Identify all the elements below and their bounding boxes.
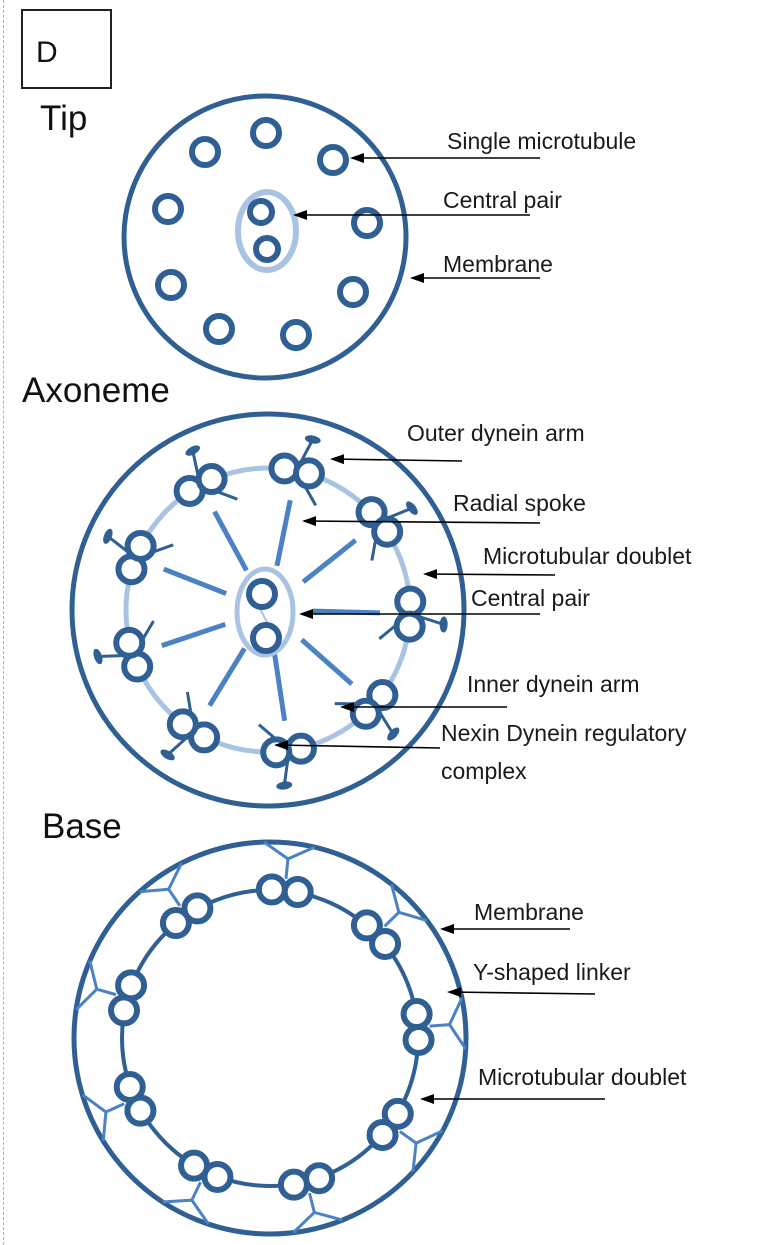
axoneme-central-microtubule [249, 581, 275, 607]
base-doublet-b-tubule [184, 895, 210, 921]
radial-spoke [275, 655, 285, 721]
axoneme-central-microtubule [253, 625, 279, 651]
label-axoneme-microtubular-doublet: Microtubular doublet [483, 543, 692, 569]
label-y-shaped-linker: Y-shaped linker [473, 959, 631, 985]
outer-dynein-arm-head [439, 616, 447, 632]
base-doublet-b-tubule [281, 1172, 307, 1198]
axoneme-doublet-b-tubule [397, 614, 423, 640]
label-tip-central-pair: Central pair [443, 187, 562, 213]
single-microtubule [354, 210, 380, 236]
outer-dynein-arm-head [101, 527, 114, 545]
label-nexin-line1: Nexin Dynein regulatory [441, 720, 687, 746]
single-microtubule [206, 316, 232, 342]
tip-title: Tip [40, 99, 87, 138]
radial-spoke [214, 512, 246, 571]
base-cross-section [74, 842, 466, 1234]
base-doublet-b-tubule [406, 1027, 432, 1053]
base-doublet-a-tubule [306, 1165, 332, 1191]
axoneme-doublet-b-tubule [199, 466, 225, 492]
base-title: Base [42, 807, 122, 846]
panel-letter: D [36, 36, 58, 69]
tip-annotations: Single microtubule Central pair Membrane [295, 128, 636, 278]
axoneme-annotations: Outer dynein arm Radial spoke Microtubul… [276, 420, 692, 784]
y-linker-branch [103, 1112, 106, 1141]
arrow-outer-dynein-arm [332, 459, 462, 461]
radial-spoke [164, 569, 226, 594]
y-linker-stem [169, 889, 180, 906]
axoneme-doublet-b-tubule [170, 711, 196, 737]
single-microtubule [283, 322, 309, 348]
tip-central-microtubule [250, 201, 272, 223]
axoneme-doublet-a-tubule [288, 736, 314, 762]
single-microtubule [340, 279, 366, 305]
label-inner-dynein-arm: Inner dynein arm [467, 671, 640, 697]
y-linker-stem [385, 912, 399, 926]
label-base-membrane: Membrane [474, 899, 584, 925]
single-microtubule [155, 196, 181, 222]
tip-cross-section [124, 96, 406, 378]
outer-dynein-arm-head [404, 499, 420, 516]
base-doublet-a-tubule [111, 997, 137, 1023]
arrow-radial-spoke [304, 521, 540, 523]
base-doublet-a-tubule [259, 876, 285, 902]
y-linker-stem [309, 1193, 314, 1212]
label-tip-membrane: Membrane [443, 251, 553, 277]
axoneme-doublet-b-tubule [263, 739, 289, 765]
label-single-microtubule: Single microtubule [447, 128, 636, 154]
single-microtubule [192, 139, 218, 165]
single-microtubule [158, 272, 184, 298]
label-axoneme-central-pair: Central pair [471, 585, 590, 611]
axoneme-doublet-b-tubule [116, 630, 142, 656]
y-linker-branch [450, 998, 462, 1024]
y-linker-branch [163, 1200, 192, 1202]
base-doublet-b-tubule [285, 879, 311, 905]
y-linker-stem [106, 1104, 124, 1112]
y-linker-stem [97, 989, 116, 994]
radial-spoke [313, 611, 380, 613]
label-nexin-line2: complex [441, 758, 527, 784]
base-doublet-b-tubule [117, 1074, 143, 1100]
radial-spoke [277, 500, 290, 566]
single-microtubule [320, 147, 346, 173]
outer-dynein-arm-head [304, 434, 321, 445]
outer-dynein-arm-head [385, 725, 402, 742]
axoneme-doublet-b-tubule [374, 519, 400, 545]
y-linker-branch [90, 961, 97, 989]
y-linker-branch [314, 1212, 342, 1220]
base-doublet-b-tubule [181, 1153, 207, 1179]
label-base-microtubular-doublet: Microtubular doublet [478, 1064, 687, 1090]
y-linker-branch [288, 847, 315, 859]
base-doublet-b-tubule [370, 1122, 396, 1148]
axoneme-doublet-b-tubule [296, 460, 322, 486]
radial-spoke [302, 640, 352, 684]
arrow-axoneme-microtubular-doublet [425, 574, 555, 575]
axoneme-doublet-b-tubule [353, 701, 379, 727]
arrow-y-shaped-linker [449, 992, 595, 994]
base-doublet-b-tubule [372, 931, 398, 957]
axoneme-title: Axoneme [22, 371, 170, 410]
y-linker-stem [286, 859, 288, 879]
y-linker-stem [430, 1025, 450, 1026]
base-doublet-a-tubule [404, 1001, 430, 1027]
base-doublet-b-tubule [118, 972, 144, 998]
panel-letter-box: D [22, 10, 111, 88]
radial-spoke [162, 624, 226, 645]
axoneme-doublet-b-tubule [128, 533, 154, 559]
radial-spoke [303, 540, 355, 582]
outer-dynein-arm-head [276, 780, 293, 790]
label-outer-dynein-arm: Outer dynein arm [407, 420, 585, 446]
y-linker-stem [192, 1182, 201, 1200]
single-microtubule [253, 120, 279, 146]
tip-central-microtubule [256, 238, 278, 260]
radial-spoke [210, 648, 245, 705]
label-radial-spoke: Radial spoke [453, 490, 586, 516]
y-linker-stem [400, 1131, 416, 1143]
